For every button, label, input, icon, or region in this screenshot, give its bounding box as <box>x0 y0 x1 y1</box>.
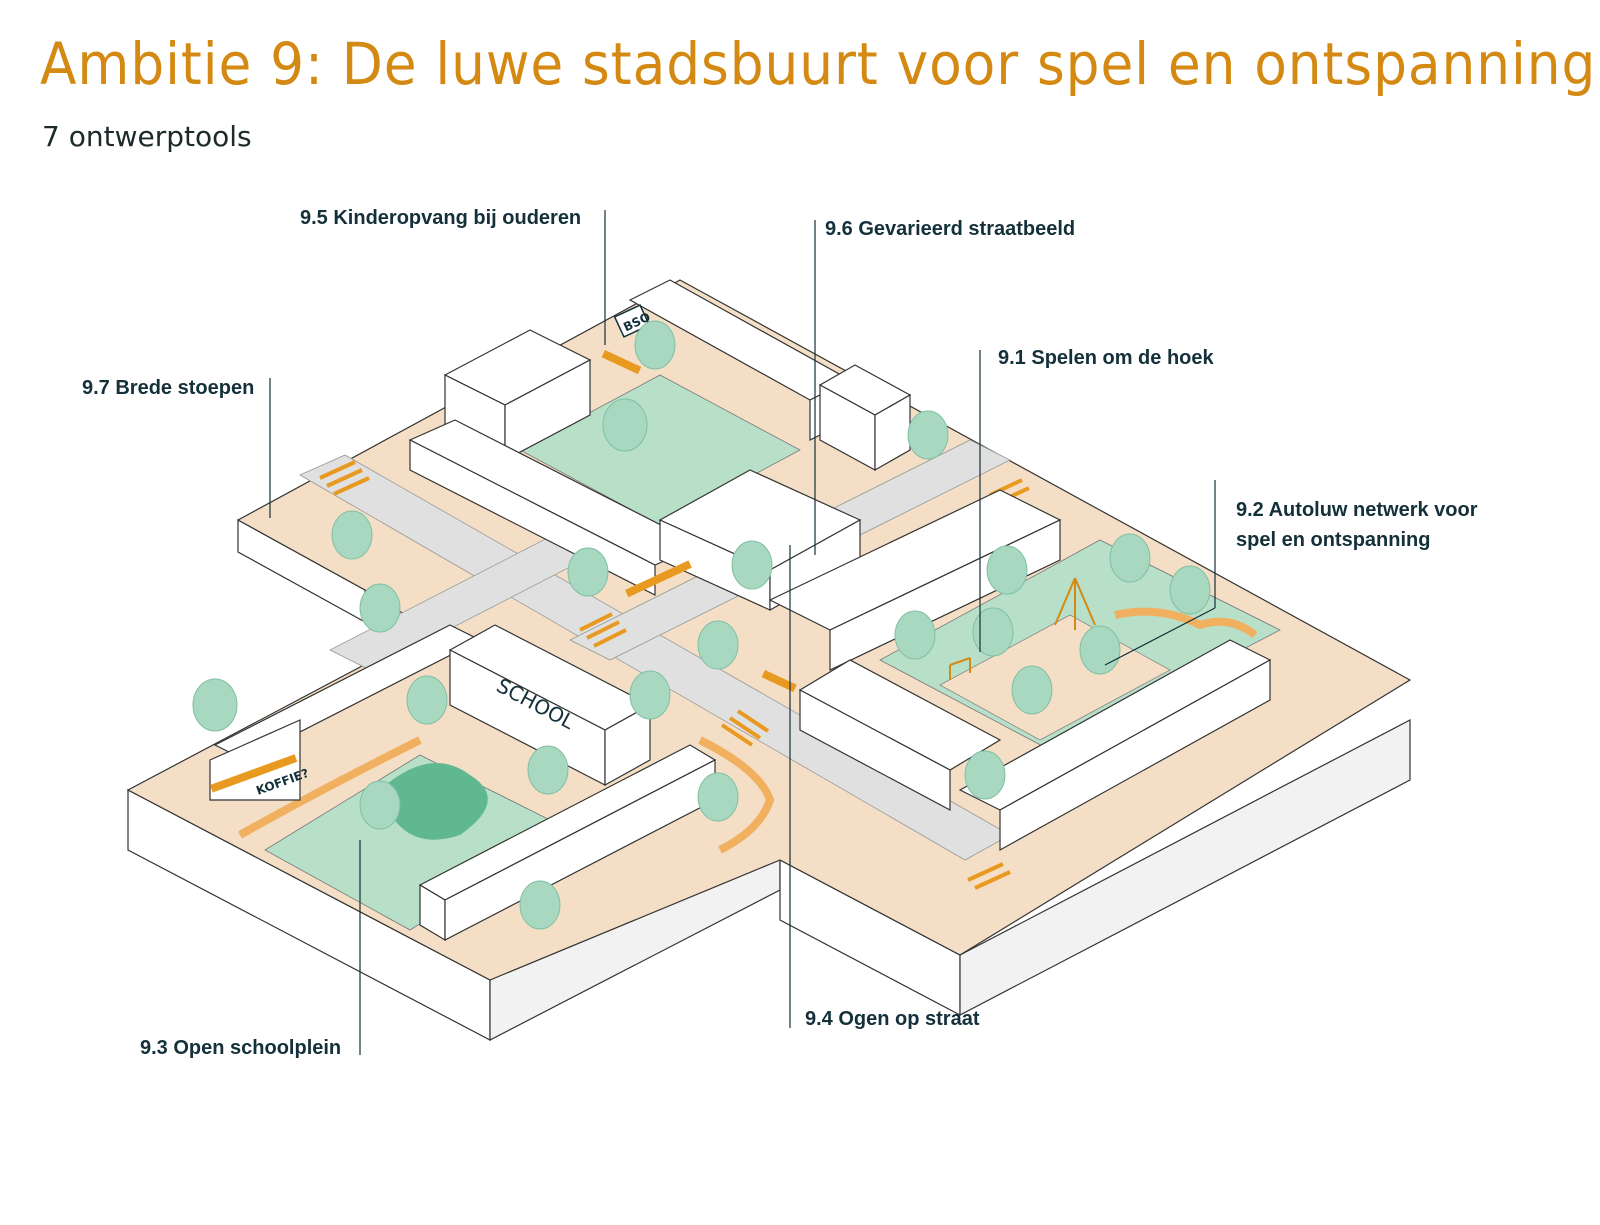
tool-label-9-2-line2: spel en ontspanning <box>1236 529 1431 551</box>
trees <box>192 320 1211 930</box>
page-title: Ambitie 9: De luwe stadsbuurt voor spel … <box>40 30 1597 98</box>
page-subtitle: 7 ontwerptools <box>42 120 252 153</box>
tool-label-9-5: 9.5 Kinderopvang bij ouderen <box>300 207 582 229</box>
play-paths <box>238 607 1258 854</box>
tool-label-9-6: 9.6 Gevarieerd straatbeeld <box>825 218 1076 240</box>
tool-label-9-7: 9.7 Brede stoepen <box>82 377 255 399</box>
tool-label-9-3: 9.3 Open schoolplein <box>140 1037 342 1059</box>
buildings <box>209 279 1272 942</box>
tool-label-9-1: 9.1 Spelen om de hoek <box>998 347 1214 369</box>
tool-label-9-4: 9.4 Ogen op straat <box>805 1008 980 1030</box>
play-structure <box>949 577 1096 680</box>
leader-lines <box>269 210 1216 1055</box>
tool-label-9-2-line1: 9.2 Autoluw netwerk voor <box>1236 499 1478 521</box>
